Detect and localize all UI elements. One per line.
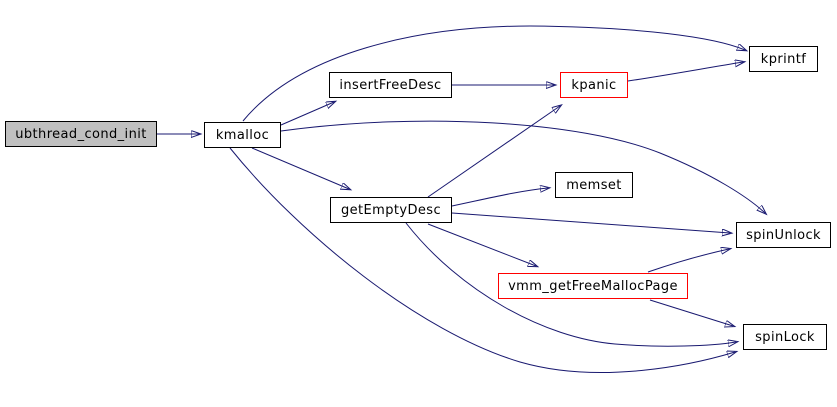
edge-getEmptyDesc-to-spinLock [405, 222, 736, 346]
node-spinUnlock[interactable]: spinUnlock [736, 222, 831, 248]
node-ubthread_cond_init: ubthread_cond_init [5, 121, 157, 147]
edge-getEmptyDesc-to-memset [451, 188, 548, 207]
node-vmm_getFreeMallocPage[interactable]: vmm_getFreeMallocPage [498, 273, 688, 299]
edge-kmalloc-to-getEmptyDesc [251, 147, 349, 189]
node-insertFreeDesc[interactable]: insertFreeDesc [329, 72, 452, 98]
edge-getEmptyDesc-to-kpanic [427, 106, 560, 198]
edge-vmm_getFreeMallocPage-to-spinUnlock [647, 249, 729, 273]
node-spinLock[interactable]: spinLock [743, 324, 827, 350]
edge-kmalloc-to-spinLock [229, 147, 735, 374]
edge-kmalloc-to-insertFreeDesc [280, 102, 334, 126]
node-kmalloc[interactable]: kmalloc [204, 122, 281, 148]
edge-vmm_getFreeMallocPage-to-spinLock [649, 299, 733, 326]
edge-kpanic-to-kprintf [627, 62, 743, 82]
edge-getEmptyDesc-to-spinUnlock [451, 212, 730, 233]
node-memset[interactable]: memset [555, 172, 633, 198]
edge-getEmptyDesc-to-vmm_getFreeMallocPage [427, 223, 536, 266]
node-kpanic[interactable]: kpanic [560, 72, 628, 98]
node-kprintf[interactable]: kprintf [749, 46, 818, 72]
edge-kmalloc-to-kprintf [242, 25, 745, 122]
node-getEmptyDesc[interactable]: getEmptyDesc [330, 197, 452, 223]
edge-kmalloc-to-spinUnlock [280, 120, 765, 213]
